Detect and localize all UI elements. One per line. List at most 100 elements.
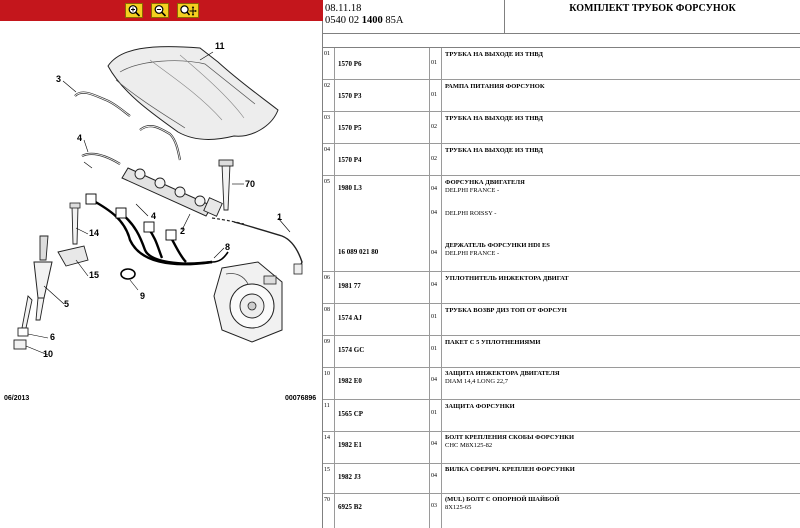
table-row[interactable]: 04 1570 P4 02 ТРУБКА НА ВЫХОДЕ ИЗ ТНВД bbox=[323, 144, 800, 176]
parts-table-pane: 08.11.18 0540 02 1400 85A КОМПЛЕКТ ТРУБО… bbox=[323, 0, 800, 528]
part-name: ТРУБКА НА ВЫХОДЕ ИЗ ТНВД bbox=[445, 147, 543, 154]
catalog-date: 08.11.18 bbox=[325, 3, 362, 14]
table-row[interactable]: 14 1982 E1 04 БОЛТ КРЕПЛЕНИЯ СКОБЫ ФОРСУ… bbox=[323, 432, 800, 464]
part-name: ЗАЩИТА ФОРСУНКИ bbox=[445, 403, 515, 410]
header-spacer bbox=[323, 34, 800, 48]
zoom-out-button[interactable] bbox=[151, 3, 169, 18]
part-spec: 8X125-65 bbox=[445, 504, 472, 511]
part-name: ВИЛКА СФЕРИЧ. КРЕПЛЕН ФОРСУНКИ bbox=[445, 466, 575, 473]
part-name: УПЛОТНИТЕЛЬ ИНЖЕКТОРА ДВИГАТ bbox=[445, 275, 569, 282]
callout-label: 6 bbox=[50, 332, 55, 342]
code-bold: 1400 bbox=[361, 15, 383, 26]
part-reference[interactable]: 6925 B2 bbox=[338, 503, 362, 511]
item-number: 70 bbox=[323, 494, 335, 528]
part-quantity: 04 bbox=[431, 473, 437, 479]
table-row[interactable]: 11 1565 CP 01 ЗАЩИТА ФОРСУНКИ bbox=[323, 400, 800, 432]
part-reference[interactable]: 1570 P6 bbox=[338, 60, 362, 68]
part-quantity: 03 bbox=[431, 503, 437, 509]
part-quantity: 01 bbox=[431, 346, 437, 352]
code-prefix: 0540 02 bbox=[325, 15, 360, 26]
table-row[interactable]: 06 1981 77 04 УПЛОТНИТЕЛЬ ИНЖЕКТОРА ДВИГ… bbox=[323, 272, 800, 304]
page-title: КОМПЛЕКТ ТРУБОК ФОРСУНОК bbox=[569, 3, 736, 14]
table-row[interactable]: 05 1980 L3 16 089 021 80 04 04 04 ФОРСУН… bbox=[323, 176, 800, 272]
table-row[interactable]: 15 1982 J3 04 ВИЛКА СФЕРИЧ. КРЕПЛЕН ФОРС… bbox=[323, 464, 800, 494]
part-name: РАМПА ПИТАНИЯ ФОРСУНОК bbox=[445, 83, 545, 90]
zoom-toolbar bbox=[0, 0, 323, 21]
callout-label: 14 bbox=[89, 228, 99, 238]
table-row[interactable]: 09 1574 GC 01 ПАКЕТ С 5 УПЛОТНЕНИЯМИ bbox=[323, 336, 800, 368]
item-number: 08 bbox=[323, 304, 335, 335]
callout-label: 8 bbox=[225, 242, 230, 252]
item-number: 03 bbox=[323, 112, 335, 143]
part-quantity: 02 bbox=[431, 156, 437, 162]
part-reference[interactable]: 1574 AJ bbox=[338, 314, 362, 322]
diagram-date: 06/2013 bbox=[4, 395, 30, 402]
callout-label: 70 bbox=[245, 179, 255, 189]
table-row[interactable]: 03 1570 P5 02 ТРУБКА НА ВЫХОДЕ ИЗ ТНВД bbox=[323, 112, 800, 144]
part-reference-2[interactable]: 16 089 021 80 bbox=[338, 248, 379, 256]
part-quantity: 04 bbox=[431, 441, 437, 447]
part-name-2: ДЕРЖАТЕЛЬ ФОРСУНКИ HDI ES bbox=[445, 242, 550, 249]
magnifier-move-icon bbox=[180, 5, 197, 16]
part-reference[interactable]: 1982 E0 bbox=[338, 377, 362, 385]
table-row[interactable]: 01 1570 P6 01 ТРУБКА НА ВЫХОДЕ ИЗ ТНВД bbox=[323, 48, 800, 80]
zoom-pan-button[interactable] bbox=[177, 3, 199, 18]
part-name: ТРУБКА НА ВЫХОДЕ ИЗ ТНВД bbox=[445, 115, 543, 122]
table-row[interactable]: 02 1570 P3 01 РАМПА ПИТАНИЯ ФОРСУНОК bbox=[323, 80, 800, 112]
item-number: 14 bbox=[323, 432, 335, 463]
part-quantity: 01 bbox=[431, 92, 437, 98]
fuel-rail-part bbox=[121, 167, 223, 217]
diagram-code: 00076896 bbox=[285, 395, 317, 402]
part-reference[interactable]: 1981 77 bbox=[338, 282, 361, 290]
item-number: 02 bbox=[323, 80, 335, 111]
part-supplier: DELPHI FRANCE - bbox=[445, 187, 500, 194]
part-reference[interactable]: 1570 P4 bbox=[338, 156, 362, 164]
table-row[interactable]: 08 1574 AJ 01 ТРУБКА ВОЗВР ДИЗ ТОП ОТ ФО… bbox=[323, 304, 800, 336]
part-name: ТРУБКА ВОЗВР ДИЗ ТОП ОТ ФОРСУН bbox=[445, 307, 567, 314]
item-number: 15 bbox=[323, 464, 335, 493]
part-reference[interactable]: 1980 L3 bbox=[338, 184, 362, 192]
part-spec: CHC M8X125-82 bbox=[445, 442, 493, 449]
magnifier-minus-icon bbox=[154, 5, 167, 17]
part-name: (MUL) БОЛТ С ОПОРНОЙ ШАЙБОЙ bbox=[445, 496, 560, 503]
zoom-in-button[interactable] bbox=[125, 3, 143, 18]
callout-label: 15 bbox=[89, 270, 99, 280]
callout-label: 4 bbox=[151, 211, 156, 221]
callout-label: 4 bbox=[77, 133, 82, 143]
part-reference[interactable]: 1982 J3 bbox=[338, 473, 361, 481]
exploded-parts-diagram: 11 3 4 70 2 1 4 14 8 15 9 5 6 10 bbox=[13, 41, 303, 359]
part-name: ЗАЩИТА ИНЖЕКТОРА ДВИГАТЕЛЯ bbox=[445, 370, 560, 377]
part-name: ТРУБКА НА ВЫХОДЕ ИЗ ТНВД bbox=[445, 51, 543, 58]
item-number: 11 bbox=[323, 400, 335, 431]
item-number: 01 bbox=[323, 48, 335, 79]
part-spec: DIAM 14,4 LONG 22,7 bbox=[445, 378, 509, 385]
callout-label: 11 bbox=[215, 41, 225, 51]
part-quantity: 01 bbox=[431, 410, 437, 416]
part-name: ФОРСУНКА ДВИГАТЕЛЯ bbox=[445, 179, 525, 186]
callout-label: 1 bbox=[277, 212, 282, 222]
table-header: 08.11.18 0540 02 1400 85A КОМПЛЕКТ ТРУБО… bbox=[323, 0, 800, 34]
diagram-pane: 11 3 4 70 2 1 4 14 8 15 9 5 6 10 06/2013… bbox=[0, 0, 323, 528]
engine-cover-part bbox=[107, 46, 279, 140]
item-number: 06 bbox=[323, 272, 335, 303]
part-quantity: 04 bbox=[431, 282, 437, 288]
part-reference[interactable]: 1570 P5 bbox=[338, 124, 362, 132]
part-reference[interactable]: 1565 CP bbox=[338, 410, 364, 418]
part-supplier-alt: DELPHI ROISSY - bbox=[445, 210, 497, 217]
item-number: 05 bbox=[323, 176, 335, 271]
part-quantity: 04 bbox=[431, 377, 437, 383]
part-reference[interactable]: 1570 P3 bbox=[338, 92, 362, 100]
part-reference[interactable]: 1982 E1 bbox=[338, 441, 362, 449]
item-number: 09 bbox=[323, 336, 335, 367]
catalog-code: 0540 02 1400 85A bbox=[325, 15, 504, 27]
part-name: ПАКЕТ С 5 УПЛОТНЕНИЯМИ bbox=[445, 339, 541, 346]
table-row[interactable]: 10 1982 E0 04 ЗАЩИТА ИНЖЕКТОРА ДВИГАТЕЛЯ… bbox=[323, 368, 800, 400]
part-reference[interactable]: 1574 GC bbox=[338, 346, 365, 354]
callout-label: 5 bbox=[64, 299, 69, 309]
magnifier-plus-icon bbox=[128, 5, 141, 17]
part-name: БОЛТ КРЕПЛЕНИЯ СКОБЫ ФОРСУНКИ bbox=[445, 434, 575, 441]
callout-label: 10 bbox=[43, 349, 53, 359]
item-number: 04 bbox=[323, 144, 335, 175]
item-number: 10 bbox=[323, 368, 335, 399]
table-row[interactable]: 70 6925 B2 03 (MUL) БОЛТ С ОПОРНОЙ ШАЙБО… bbox=[323, 494, 800, 528]
